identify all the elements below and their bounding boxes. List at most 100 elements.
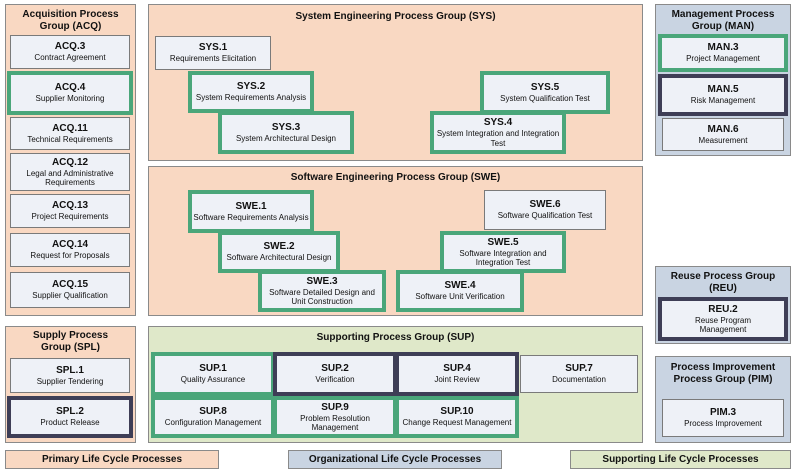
- process-id: SUP.4: [443, 363, 471, 375]
- process-name: Software Qualification Test: [497, 211, 593, 221]
- process-id: REU.2: [708, 303, 738, 315]
- process-name: Verification: [315, 375, 355, 385]
- process-id: SYS.1: [198, 42, 228, 54]
- process-acq-13[interactable]: ACQ.13 Project Requirements: [10, 194, 130, 228]
- process-swe-1[interactable]: SWE.1 Software Requirements Analysis: [188, 190, 314, 233]
- process-id: ACQ.11: [52, 122, 88, 134]
- process-name: Project Management: [686, 54, 760, 64]
- process-sup-7[interactable]: SUP.7 Documentation: [520, 355, 638, 393]
- legend-supporting: Supporting Life Cycle Processes: [570, 450, 791, 469]
- process-id: SYS.5: [530, 81, 560, 93]
- process-sup-10[interactable]: SUP.10 Change Request Management: [395, 396, 519, 438]
- legend-primary: Primary Life Cycle Processes: [5, 450, 219, 469]
- process-name: Change Request Management: [402, 418, 512, 428]
- process-name: Request for Proposals: [30, 251, 110, 261]
- process-sup-1[interactable]: SUP.1 Quality Assurance: [151, 352, 275, 396]
- process-name: Quality Assurance: [180, 375, 246, 385]
- process-man-6[interactable]: MAN.6 Measurement: [662, 118, 784, 151]
- process-id: ACQ.14: [51, 239, 89, 251]
- process-id: ACQ.4: [54, 82, 86, 94]
- process-spl-1[interactable]: SPL.1 Supplier Tendering: [10, 358, 130, 393]
- process-sup-9[interactable]: SUP.9 Problem Resolution Management: [273, 396, 397, 438]
- process-swe-5[interactable]: SWE.5 Software Integration and Integrati…: [440, 231, 566, 273]
- process-name: Software Requirements Analysis: [193, 212, 309, 222]
- process-sup-8[interactable]: SUP.8 Configuration Management: [151, 396, 275, 438]
- process-name: Process Improvement: [684, 419, 762, 429]
- group-title-sys: System Engineering Process Group (SYS): [295, 11, 496, 22]
- process-id: ACQ.12: [51, 156, 89, 168]
- process-swe-4[interactable]: SWE.4 Software Unit Verification: [396, 270, 524, 312]
- process-acq-15[interactable]: ACQ.15 Supplier Qualification: [10, 272, 130, 308]
- process-id: SWE.4: [444, 280, 476, 292]
- process-name: Requirements Elicitation: [169, 54, 257, 64]
- process-id: SYS.3: [271, 121, 301, 133]
- process-name: Project Requirements: [31, 212, 109, 222]
- process-id: SWE.2: [263, 241, 295, 253]
- process-sys-1[interactable]: SYS.1 Requirements Elicitation: [155, 36, 271, 70]
- process-name: Software Unit Verification: [415, 292, 505, 302]
- process-acq-12[interactable]: ACQ.12 Legal and Administrative Requirem…: [10, 153, 130, 191]
- process-name: Supplier Monitoring: [35, 94, 105, 104]
- process-name: System Qualification Test: [500, 93, 590, 103]
- process-sys-2[interactable]: SYS.2 System Requirements Analysis: [188, 71, 314, 113]
- process-name: Contract Agreement: [34, 53, 106, 63]
- process-sup-2[interactable]: SUP.2 Verification: [273, 352, 397, 396]
- process-id: SUP.8: [199, 406, 227, 418]
- process-sys-4[interactable]: SYS.4 System Integration and Integration…: [430, 111, 566, 154]
- process-swe-3[interactable]: SWE.3 Software Detailed Design and Unit …: [258, 270, 386, 312]
- process-acq-11[interactable]: ACQ.11 Technical Requirements: [10, 117, 130, 150]
- process-id: SUP.10: [440, 406, 474, 418]
- process-man-3[interactable]: MAN.3 Project Management: [658, 34, 788, 72]
- process-name: System Integration and Integration Test: [436, 129, 560, 148]
- process-id: PIM.3: [709, 407, 737, 419]
- process-reu-2[interactable]: REU.2 Reuse Program Management: [658, 297, 788, 341]
- process-id: SWE.6: [529, 199, 561, 211]
- process-id: ACQ.3: [54, 41, 86, 53]
- process-name: Risk Management: [690, 96, 756, 106]
- process-id: ACQ.13: [51, 200, 89, 212]
- process-name: Software Integration and Integration Tes…: [459, 248, 547, 268]
- process-sup-4[interactable]: SUP.4 Joint Review: [395, 352, 519, 396]
- group-title-sup: Supporting Process Group (SUP): [316, 332, 475, 343]
- process-id: SUP.9: [321, 401, 349, 413]
- process-id: SWE.5: [487, 236, 519, 248]
- process-swe-2[interactable]: SWE.2 Software Architectural Design: [218, 231, 340, 273]
- process-name: Supplier Qualification: [32, 291, 108, 301]
- process-name: Reuse Program Management: [694, 315, 752, 335]
- process-name: Supplier Tendering: [36, 376, 104, 386]
- process-id: SPL.2: [56, 406, 84, 418]
- process-swe-6[interactable]: SWE.6 Software Qualification Test: [484, 190, 606, 230]
- process-id: SWE.3: [306, 275, 338, 287]
- process-id: SUP.2: [321, 363, 349, 375]
- process-name: System Requirements Analysis: [195, 93, 307, 103]
- process-id: SWE.1: [235, 200, 267, 212]
- group-title-swe: Software Engineering Process Group (SWE): [290, 172, 501, 183]
- process-spl-2[interactable]: SPL.2 Product Release: [7, 396, 133, 438]
- process-name: Problem Resolution Management: [300, 413, 370, 433]
- process-id: SUP.1: [199, 363, 227, 375]
- process-id: SPL.1: [56, 364, 84, 376]
- process-acq-14[interactable]: ACQ.14 Request for Proposals: [10, 233, 130, 267]
- process-name: Joint Review: [434, 375, 480, 385]
- process-name: Software Architectural Design: [226, 253, 332, 263]
- process-pim-3[interactable]: PIM.3 Process Improvement: [662, 399, 784, 437]
- process-name: System Architectural Design: [235, 133, 337, 143]
- process-id: SYS.2: [236, 81, 266, 93]
- process-id: MAN.6: [707, 123, 739, 135]
- process-name: Software Detailed Design and Unit Constr…: [269, 287, 375, 307]
- process-man-5[interactable]: MAN.5 Risk Management: [658, 74, 788, 116]
- process-name: Configuration Management: [164, 418, 262, 428]
- process-acq-4[interactable]: ACQ.4 Supplier Monitoring: [7, 71, 133, 115]
- process-id: MAN.3: [707, 42, 739, 54]
- process-sys-3[interactable]: SYS.3 System Architectural Design: [218, 111, 354, 154]
- group-title-pim: Process Improvement Process Group (PIM): [670, 362, 776, 385]
- process-id: MAN.5: [707, 84, 739, 96]
- process-sys-5[interactable]: SYS.5 System Qualification Test: [480, 71, 610, 114]
- process-name: Product Release: [40, 418, 100, 428]
- group-title-reu: Reuse Process Group (REU): [670, 271, 776, 294]
- process-name: Legal and Administrative Requirements: [26, 168, 114, 188]
- process-acq-3[interactable]: ACQ.3 Contract Agreement: [10, 35, 130, 69]
- process-name: Technical Requirements: [27, 134, 113, 144]
- process-name: Documentation: [552, 375, 606, 385]
- process-id: SUP.7: [565, 363, 593, 375]
